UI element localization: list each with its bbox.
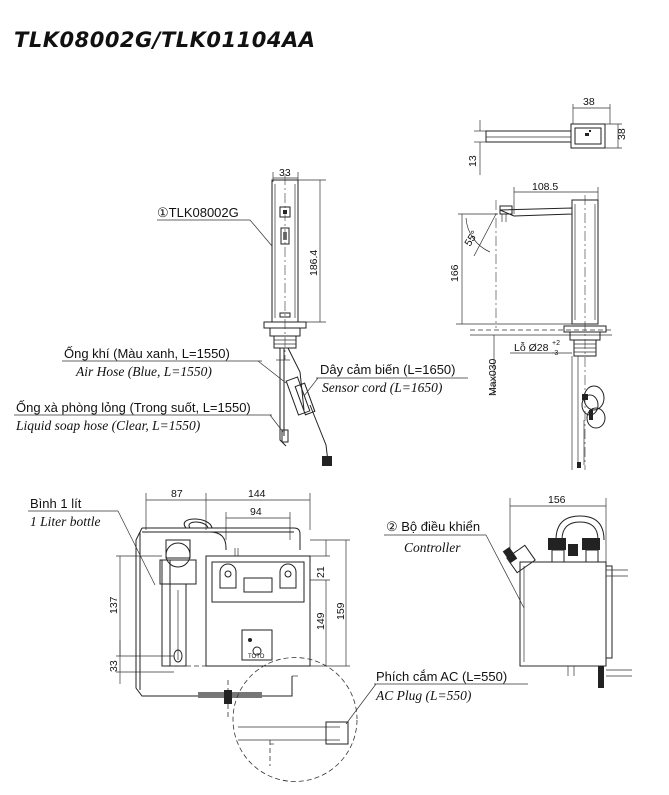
air-hose-label-en: Air Hose (Blue, L=1550) (75, 364, 212, 379)
dim-top-offset: 13 (467, 155, 479, 167)
dim-144: 144 (248, 488, 266, 500)
dim-side-angle: 55° (462, 229, 481, 249)
ac-plug-detail-circle: Phích cắm AC (L=550) AC Plug (L=550) (232, 657, 528, 782)
dim-side-reach: 108.5 (532, 181, 558, 193)
dim-33: 33 (108, 660, 120, 672)
dim-149: 149 (315, 612, 327, 630)
faucet-top-view: 38 38 13 (467, 96, 628, 175)
soap-hose-label-en: Liquid soap hose (Clear, L=1550) (15, 418, 201, 433)
bottle-label-en: 1 Liter bottle (30, 514, 101, 529)
sensor-cord-label-vi: Dây cảm biến (L=1650) (320, 362, 456, 377)
controller-view: 156 ② Bộ điều khiển Controller (384, 494, 632, 688)
dim-side-hole-tol-lower: -3 (552, 350, 558, 357)
air-hose-label-vi: Ống khí (Màu xanh, L=1550) (64, 346, 230, 361)
dim-159: 159 (335, 602, 347, 620)
bottle-bracket-view: Bình 1 lít 1 Liter bottle 87 144 94 (28, 488, 350, 720)
dim-21: 21 (315, 566, 327, 578)
dim-137: 137 (108, 596, 120, 614)
dim-side-max-deck: Max030 (487, 358, 499, 396)
faucet-side-view: 108.5 55° 166 Lỗ Ø28 +2 -3 Max030 (449, 181, 612, 470)
bracket-brand-mark: TOTO (248, 654, 265, 660)
bottle-label-vi: Bình 1 lít (30, 496, 82, 511)
faucet-front-view: 33 186.4 Ống khí (Màu xanh, L=1550) Air … (14, 167, 468, 466)
soap-hose-label-vi: Ống xà phòng lỏng (Trong suốt, L=1550) (16, 400, 251, 415)
dim-side-hole: Lỗ Ø28 (514, 341, 549, 354)
dim-side-hole-tol-upper: +2 (552, 340, 560, 347)
controller-label-vi: ② Bộ điều khiển (386, 519, 480, 534)
dim-front-height: 186.4 (308, 250, 320, 276)
faucet-ref-label: ①TLK08002G (157, 205, 239, 220)
dim-top-width: 38 (583, 96, 595, 108)
dim-front-width: 33 (279, 167, 291, 179)
ac-plug-label-vi: Phích cắm AC (L=550) (376, 669, 507, 684)
dim-87: 87 (171, 488, 183, 500)
dim-side-height: 166 (449, 264, 461, 282)
sensor-cord-label-en: Sensor cord (L=1650) (322, 380, 443, 395)
controller-label-en: Controller (404, 540, 461, 555)
dim-top-height: 38 (616, 128, 628, 140)
dim-controller-width: 156 (548, 494, 566, 506)
ac-plug-label-en: AC Plug (L=550) (375, 688, 472, 703)
dim-94: 94 (250, 506, 262, 518)
page-title: TLK08002G/TLK01104AA (14, 28, 316, 52)
